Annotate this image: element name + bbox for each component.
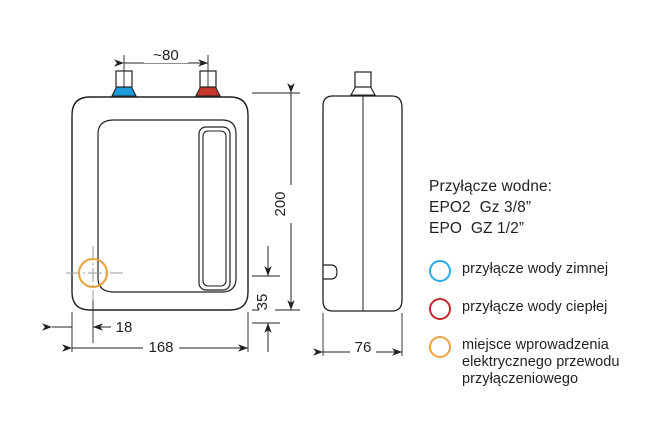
legend-label-cable-entry: miejsce wprowadzenia elektrycznego przew… [462,337,620,387]
front-display-slot-outer [198,126,231,291]
cold-water-circle-icon [429,260,451,282]
legend-panel: Przyłącze wodne: EPO2 Gz 3/8” EPO GZ 1/2… [429,176,664,403]
side-port-stub [350,71,376,96]
hot-water-circle-icon [429,298,451,320]
front-body-outline [71,96,249,311]
side-view [322,71,403,312]
dimension-label-width-total: 168 [148,339,173,356]
dimension-label-height-lower: 35 [254,294,271,311]
dimension-label-port-spacing: ~80 [153,47,178,64]
dimension-height-total: 200 [252,83,300,311]
side-body-outline [322,95,403,312]
legend-item-cold-water: przyłącze wody zimnej [429,259,664,282]
dimension-label-depth: 76 [355,339,372,356]
dimension-port-spacing: ~80 [114,47,209,88]
dimension-offset-left: 18 [42,300,137,352]
legend-label-cold-water: przyłącze wody zimnej [462,261,609,277]
front-view [66,70,249,311]
front-display-slot-inner [202,130,227,287]
side-bracket-tab [323,264,338,280]
dimension-label-height-total: 200 [272,191,289,216]
legend-label-hot-water: przyłącze wody ciepłej [462,299,608,315]
spec-line-epo: EPO GZ 1/2” [429,220,525,237]
legend-item-hot-water: przyłącze wody ciepłej [429,297,664,320]
front-panel-outline [97,119,237,293]
spec-heading: Przyłącze wodne: [429,178,553,195]
dimension-width-total: 168 [62,312,249,356]
legend-items: przyłącze wody zimnej przyłącze wody cie… [429,259,664,388]
spec-line-epo2: EPO2 Gz 3/8” [429,199,532,216]
dimension-depth: 76 [313,313,403,357]
cable-entry-circle-icon [429,336,451,358]
dimension-height-lower: 35 [252,246,280,352]
cable-entry-circle [77,257,109,289]
legend-item-cable-entry: miejsce wprowadzenia elektrycznego przew… [429,335,664,388]
dimension-label-offset-left: 18 [116,319,133,336]
